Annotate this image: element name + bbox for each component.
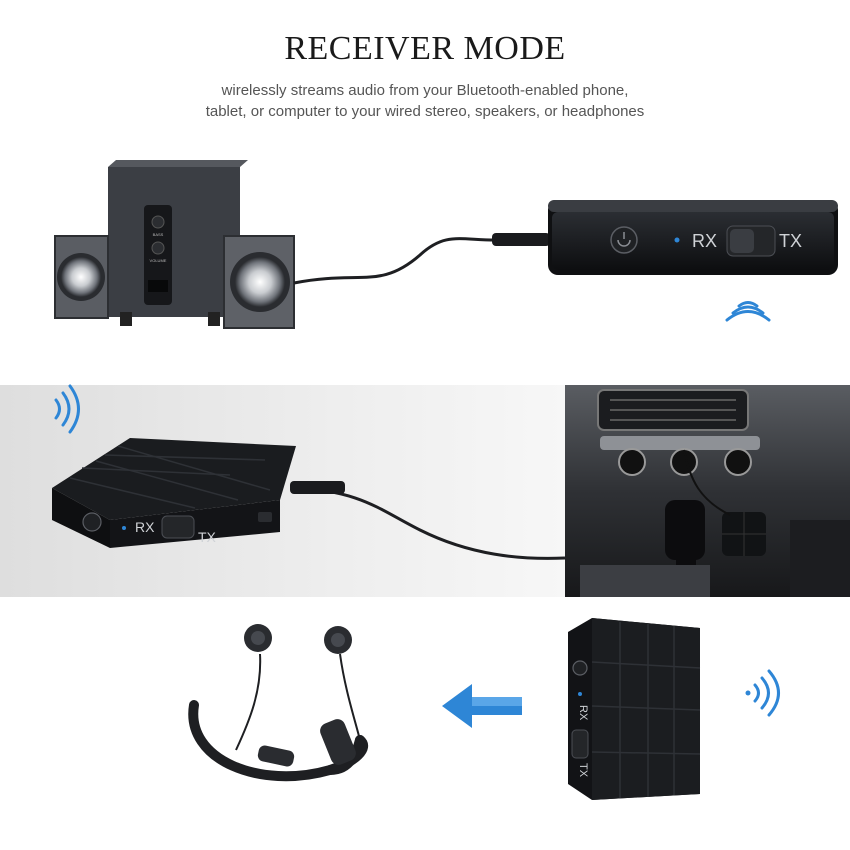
arrow-left-icon	[442, 684, 522, 728]
subtitle-line-1: wirelessly streams audio from your Bluet…	[221, 82, 629, 99]
left-speaker-cone	[61, 257, 101, 297]
volume-label: VOLUME	[150, 258, 167, 263]
tx-label: TX	[779, 231, 802, 251]
car-knob-right	[724, 448, 752, 476]
right-speaker-cone	[235, 257, 285, 307]
tx-label-bottom: TX	[577, 763, 589, 778]
rx-label-bottom: RX	[577, 705, 589, 721]
audio-plug-top	[492, 233, 550, 246]
audio-cable-top	[293, 237, 496, 285]
subwoofer-body	[108, 167, 240, 317]
audio-cable-middle	[291, 486, 566, 560]
tx-label-middle: TX	[198, 529, 217, 545]
car-knob-left	[618, 448, 646, 476]
power-button-icon	[610, 226, 638, 254]
neckband-headphones	[188, 624, 369, 782]
page-title: RECEIVER MODE	[284, 30, 566, 67]
bass-knob	[151, 215, 165, 229]
bass-port	[148, 280, 168, 292]
wireless-signal-icon-middle	[54, 384, 80, 434]
rx-label-middle: RX	[135, 519, 155, 535]
receiver-device-middle: RX TX	[52, 438, 296, 548]
audio-plug-middle	[290, 481, 345, 494]
rx-label: RX	[692, 231, 717, 251]
car-interior-photo	[565, 385, 850, 597]
page-subtitle: wirelessly streams audio from your Bluet…	[0, 80, 850, 122]
speaker-system: BASS VOLUME	[54, 160, 295, 329]
car-knob-center	[670, 448, 698, 476]
volume-knob	[151, 241, 165, 255]
receiver-device-top: RX TX	[548, 200, 838, 275]
subtitle-line-2: tablet, or computer to your wired stereo…	[205, 103, 645, 120]
receiver-device-bottom: RX TX	[568, 618, 701, 800]
status-led	[674, 237, 680, 243]
wireless-signal-icon-bottom	[745, 669, 780, 717]
bass-label: BASS	[153, 232, 164, 237]
wireless-signal-icon	[725, 301, 771, 322]
gear-shifter	[665, 500, 705, 560]
